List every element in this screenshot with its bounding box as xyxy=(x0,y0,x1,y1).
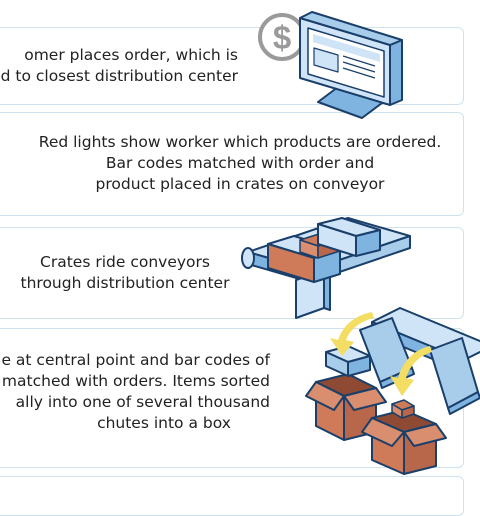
conveyor-belt-icon xyxy=(241,217,411,319)
sorting-chutes-icon xyxy=(305,307,480,475)
step-1-text: omer places order, which is d to closest… xyxy=(0,45,238,87)
arrow-icons xyxy=(330,312,432,396)
dollar-symbol: $ xyxy=(273,19,291,56)
step-2-line-2: Bar codes matched with order and xyxy=(105,154,375,172)
step-2-line-3: product placed in crates on conveyor xyxy=(95,175,385,193)
step-4-line-4: chutes into a box xyxy=(97,414,231,432)
curved-arrow-icon xyxy=(390,346,432,396)
dollar-icon: $ xyxy=(258,13,306,61)
step-1-line-1: omer places order, which is xyxy=(24,46,238,64)
curved-arrow-icon xyxy=(330,312,374,356)
step-4-line-1: e at central point and bar codes of xyxy=(1,351,270,369)
step-4-line-3: ally into one of several thousand xyxy=(15,393,270,411)
step-4-line-2: matched with orders. Items sorted xyxy=(1,372,270,390)
step-5-panel xyxy=(0,476,464,516)
step-3-line-1: Crates ride conveyors xyxy=(40,253,210,271)
step-3-line-2: through distribution center xyxy=(20,274,230,292)
step-2-panel xyxy=(0,112,464,216)
step-4-text: e at central point and bar codes of matc… xyxy=(0,350,270,434)
computer-monitor-icon xyxy=(299,11,403,119)
step-2-text: Red lights show worker which products ar… xyxy=(20,132,460,195)
illustrations: $ xyxy=(241,11,480,475)
step-3-text: Crates ride conveyors through distributi… xyxy=(0,252,250,294)
step-2-line-1: Red lights show worker which products ar… xyxy=(38,133,442,151)
step-1-line-2: d to closest distribution center xyxy=(0,67,238,85)
